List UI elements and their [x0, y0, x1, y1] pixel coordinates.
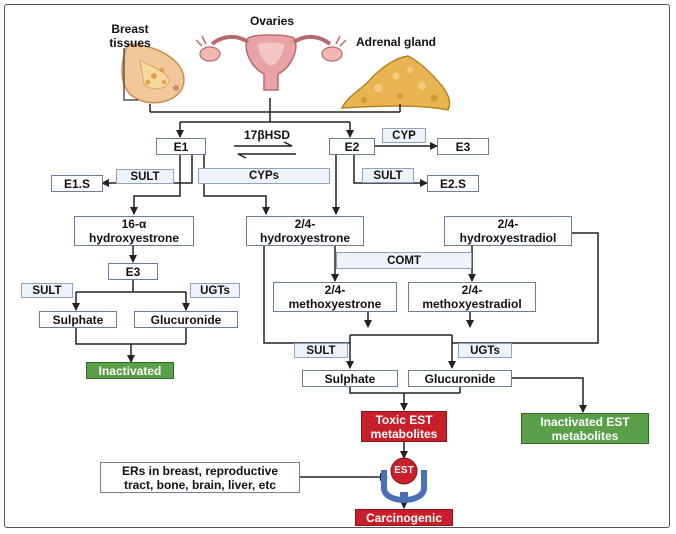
node-e3-mid: E3 — [108, 263, 158, 280]
node-glucuronide-left: Glucuronide — [134, 311, 238, 328]
hsd-reverse — [237, 153, 296, 159]
right-sulphate-down — [349, 387, 460, 394]
node-e3-top: E3 — [437, 138, 489, 155]
diagram-frame — [4, 4, 670, 528]
node-inactivated-est-metabolites: Inactivated EST metabolites — [521, 413, 649, 444]
tag-ugts-right: UGTs — [458, 343, 512, 358]
arrow-e1-to-16a — [130, 155, 181, 215]
node-24-methoxyestradiol: 2/4- methoxyestradiol — [408, 282, 536, 312]
tag-sult-left: SULT — [21, 283, 73, 298]
node-sulphate-right: Sulphate — [302, 370, 398, 387]
node-ers-tissues: ERs in breast, reproductive tract, bone,… — [100, 462, 300, 493]
node-e1: E1 — [156, 138, 206, 155]
node-e1s: E1.S — [51, 175, 103, 192]
node-16a-hydroxyestrone: 16-α hydroxyestrone — [74, 216, 194, 246]
node-sulphate-left: Sulphate — [39, 311, 117, 328]
label-17b-hsd: 17βHSD — [243, 128, 290, 142]
hydroxyestradiol-bypass — [452, 232, 599, 344]
node-24-methoxyestrone: 2/4- methoxyestrone — [273, 282, 397, 312]
tag-sult-right: SULT — [294, 343, 348, 358]
breast-icon — [121, 43, 185, 104]
ovaries-label: Ovaries — [249, 14, 295, 28]
tag-cyp: CYP — [382, 128, 426, 143]
sulphate-to-inactivated — [75, 327, 186, 345]
node-inactivated: Inactivated — [86, 362, 174, 379]
adrenal-gland-icon — [340, 55, 451, 111]
arrow-e2-to-e2s — [353, 155, 428, 187]
arrow-e1-to-24-hydroxyestrone — [203, 155, 270, 215]
tag-sult-e1: SULT — [116, 169, 174, 184]
estrogen-receptor-icon — [381, 457, 427, 504]
breast-tissues-label: Breast tissues — [109, 22, 151, 50]
est-receptor-label: EST — [394, 465, 414, 476]
ovaries-icon — [196, 34, 346, 91]
node-toxic-est-metabolites: Toxic EST metabolites — [361, 411, 447, 442]
node-e2: E2 — [329, 138, 375, 155]
arrow-to-inactivated-est — [512, 377, 587, 413]
tag-ugts-left: UGTs — [190, 283, 240, 298]
node-e2s: E2.S — [427, 175, 479, 192]
node-carcinogenic: Carcinogenic — [355, 509, 453, 526]
tag-sult-e2: SULT — [362, 168, 414, 183]
node-24-hydroxyestrone: 2/4- hydroxyestrone — [246, 216, 364, 246]
e3-split — [76, 279, 186, 293]
adrenal-gland-label: Adrenal gland — [355, 35, 436, 49]
node-glucuronide-right: Glucuronide — [408, 370, 512, 387]
node-24-hydroxyestradiol: 2/4- hydroxyestradiol — [444, 216, 572, 246]
tag-comt: COMT — [336, 252, 472, 269]
hsd-forward — [234, 141, 293, 147]
tag-cyps: CYPs — [198, 168, 330, 184]
